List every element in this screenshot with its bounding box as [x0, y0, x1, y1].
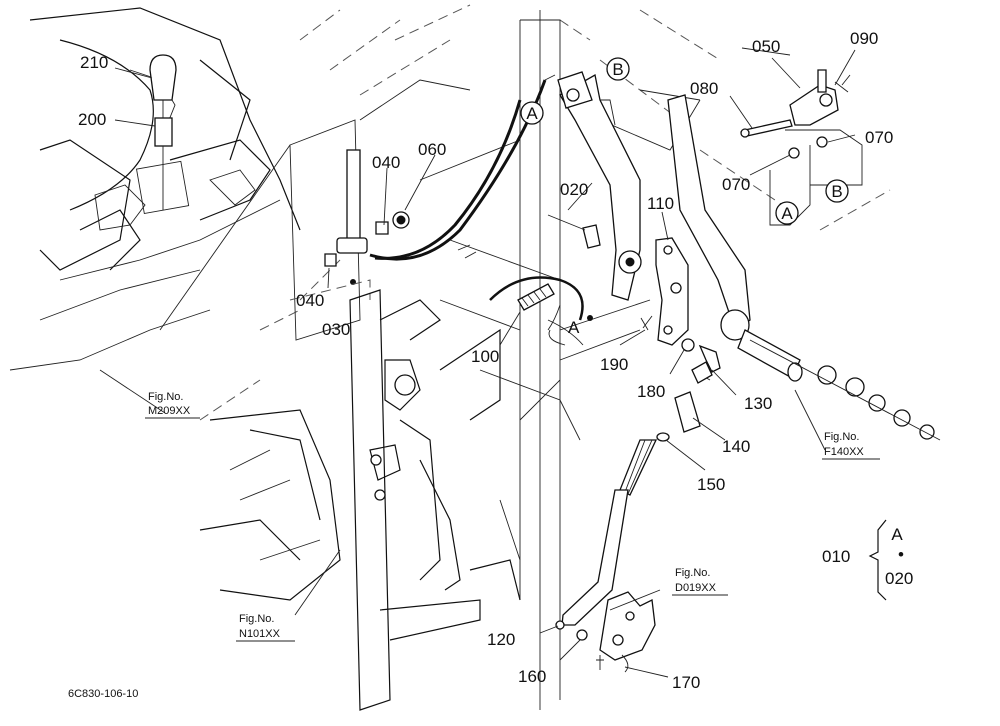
callout-a-middle: A: [568, 318, 580, 337]
fig-ref-m209: M209XX: [148, 405, 191, 417]
fig-ref-n101: N101XX: [239, 628, 281, 640]
spring-100: [517, 283, 593, 331]
label-130: 130: [744, 394, 772, 413]
label-100: 100: [471, 347, 499, 366]
long-arm: [667, 94, 941, 441]
label-040-top: 040: [372, 153, 400, 172]
label-140: 140: [722, 437, 750, 456]
callout-a-right: A: [781, 204, 793, 223]
label-070-left: 070: [722, 175, 750, 194]
label-110: 110: [647, 194, 674, 213]
lower-rod: [555, 489, 656, 673]
fig-label-n101: Fig.No.: [239, 613, 274, 625]
fig-label-m209: Fig.No.: [148, 391, 183, 403]
control-cables: [369, 74, 584, 321]
set-bracket-dot: •: [898, 545, 904, 564]
label-170: 170: [672, 673, 700, 692]
label-200: 200: [78, 110, 106, 129]
label-080: 080: [690, 79, 718, 98]
label-150: 150: [697, 475, 725, 494]
label-040-bottom: 040: [296, 291, 324, 310]
fig-ref-d019: D019XX: [675, 582, 717, 594]
label-070-right: 070: [865, 128, 893, 147]
console-panel: [9, 7, 301, 371]
drawing-code: 6C830-106-10: [68, 688, 138, 700]
label-180: 180: [637, 382, 665, 401]
callout-b-top: B: [612, 60, 623, 79]
fig-ref-f140: F140XX: [824, 446, 864, 458]
label-160: 160: [518, 667, 546, 686]
label-030: 030: [322, 320, 350, 339]
label-010: 010: [822, 547, 850, 566]
figure-refs: Fig.No. M209XX Fig.No. N101XX Fig.No. F1…: [145, 391, 880, 642]
shift-knob: [135, 54, 190, 214]
pin-and-bracket: [740, 69, 863, 226]
shift-lever: [289, 149, 410, 301]
label-190: 190: [600, 355, 628, 374]
lever-plate-outline: [159, 119, 361, 341]
label-020-arm: 020: [560, 180, 588, 199]
pedal-arm: [547, 71, 642, 301]
fig-label-f140: Fig.No.: [824, 431, 859, 443]
fig-label-d019: Fig.No.: [675, 567, 710, 579]
callout-b-right: B: [831, 182, 842, 201]
label-060: 060: [418, 140, 446, 159]
label-210: 210: [80, 53, 108, 72]
clip-190: [457, 244, 653, 346]
background-frame: [199, 4, 891, 710]
label-050: 050: [752, 37, 780, 56]
label-120: 120: [487, 630, 515, 649]
pedal-assembly: [199, 289, 521, 711]
set-bracket: A •: [868, 519, 904, 601]
label-020-set: 020: [885, 569, 913, 588]
callout-a-top: A: [526, 104, 538, 123]
callouts: A B B A A: [520, 57, 849, 337]
leader-lines: [99, 47, 856, 678]
part-labels: 210 200 040 060 040 030 020 110 100 190 …: [78, 29, 913, 692]
linkage-plate: [655, 237, 689, 346]
set-bracket-letter: A: [891, 525, 903, 544]
rod-assembly: [619, 338, 721, 496]
label-090: 090: [850, 29, 878, 48]
